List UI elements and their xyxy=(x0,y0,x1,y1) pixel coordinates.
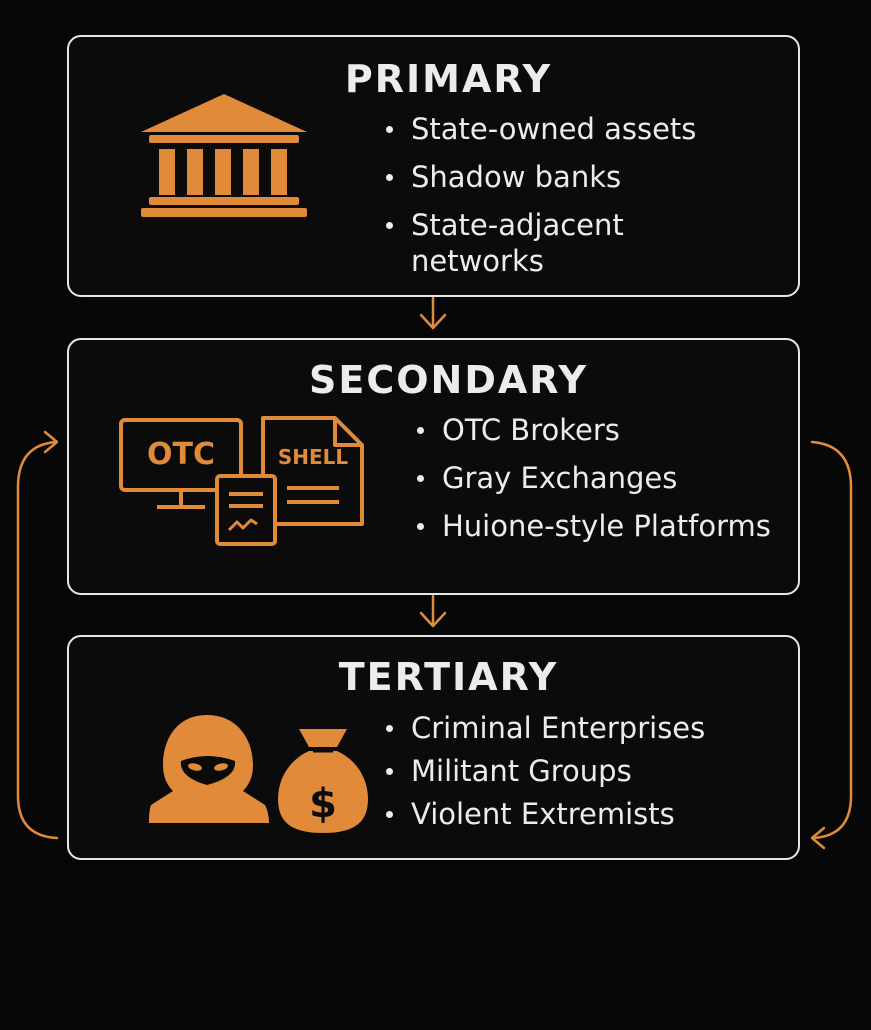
tier-secondary: SECONDARY OTC SHELL OTC Bro xyxy=(67,338,800,595)
list-item: State-owned assets xyxy=(381,111,761,147)
list-item: State-adjacent networks xyxy=(381,207,761,279)
shell-document-icon xyxy=(261,416,364,526)
arrow-secondary-to-tertiary xyxy=(419,594,447,628)
tertiary-item-list: Criminal Enterprises Militant Groups Vio… xyxy=(381,710,761,839)
list-item: Militant Groups xyxy=(381,753,761,789)
criminal-money-bag-icon: $ xyxy=(149,715,368,833)
primary-item-list: State-owned assets Shadow banks State-ad… xyxy=(381,111,761,291)
dollar-sign: $ xyxy=(309,781,337,827)
list-item: OTC Brokers xyxy=(412,412,792,448)
list-item: Huione-style Platforms xyxy=(412,508,792,544)
bank-building-icon xyxy=(141,94,307,217)
tier-title: TERTIARY xyxy=(338,655,559,699)
tier-tertiary: TERTIARY $ Criminal Enterprises Militant… xyxy=(67,635,800,860)
list-item: Criminal Enterprises xyxy=(381,710,761,746)
secondary-item-list: OTC Brokers Gray Exchanges Huione-style … xyxy=(412,412,792,556)
list-item: Violent Extremists xyxy=(381,796,761,832)
list-item: Shadow banks xyxy=(381,159,761,195)
contract-document-icon xyxy=(215,474,277,546)
arrow-primary-to-secondary xyxy=(419,296,447,330)
list-item: Gray Exchanges xyxy=(412,460,792,496)
otc-label: OTC xyxy=(147,437,215,472)
tier-primary: PRIMARY State-owned assets Shadow banks … xyxy=(67,35,800,297)
otc-shell-documents-icon: OTC SHELL xyxy=(119,416,364,546)
tier-title: SECONDARY xyxy=(309,358,588,402)
loop-arrow-right xyxy=(810,440,853,850)
shell-label: SHELL xyxy=(278,445,349,469)
money-bag-icon xyxy=(299,729,347,747)
loop-arrow-left xyxy=(16,430,59,840)
tier-title: PRIMARY xyxy=(344,57,553,101)
